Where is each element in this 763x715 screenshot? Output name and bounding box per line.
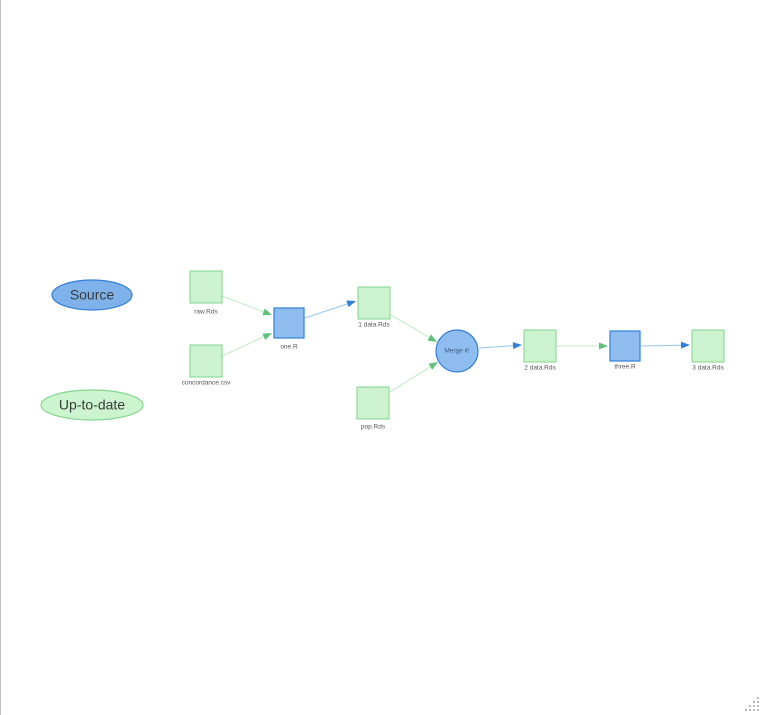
graph-node-one[interactable]: one.R	[273, 307, 305, 351]
edge-data2-to-three	[557, 342, 608, 350]
legend-label: Source	[70, 287, 115, 303]
node-label: 3 data.Rds	[692, 365, 724, 372]
edge-line	[221, 335, 266, 357]
node-label: concordance.csv	[182, 380, 232, 387]
node-label: three.R	[614, 364, 636, 371]
graph-node-data3[interactable]: 3 data.Rds	[691, 329, 725, 372]
arrowhead-icon	[346, 300, 356, 308]
nodes-layer[interactable]: raw.Rds concordance.csv one.R 1 data.Rds pop…	[182, 270, 725, 431]
edge-merge-to-data2	[478, 342, 522, 350]
edge-data1-to-merge	[390, 314, 437, 342]
edge-line	[389, 365, 432, 393]
node-shape-square[interactable]	[189, 270, 223, 304]
node-shape-square[interactable]	[189, 344, 223, 378]
edge-three-to-data3	[640, 341, 690, 349]
node-shape-square[interactable]	[357, 286, 391, 320]
arrowhead-icon	[427, 334, 437, 342]
edge-concordance-to-one	[221, 333, 272, 357]
resize-grip[interactable]	[736, 690, 762, 714]
edge-line	[640, 344, 683, 347]
graph-node-data2[interactable]: 2 data.Rds	[523, 329, 557, 372]
graph-node-data1[interactable]: 1 data.Rds	[357, 286, 391, 329]
graph-node-concordance[interactable]: concordance.csv	[182, 344, 232, 387]
node-label: pop.Rds	[361, 424, 386, 431]
node-label: 1 data.Rds	[358, 322, 390, 329]
legend-item-uptodate: Up-to-date	[40, 389, 144, 421]
node-label: Merge it!	[444, 348, 469, 355]
legend-swatch-ellipse	[51, 279, 133, 311]
edge-line	[221, 295, 266, 313]
node-shape-square[interactable]	[523, 329, 557, 363]
graph-node-merge[interactable]: Merge it!	[435, 329, 479, 373]
arrowhead-icon	[599, 342, 608, 350]
legend-swatch-ellipse	[40, 389, 144, 421]
arrowhead-icon	[262, 308, 272, 316]
graph-node-pop[interactable]: pop.Rds	[356, 386, 390, 431]
arrowhead-icon	[262, 333, 272, 340]
node-label: 2 data.Rds	[524, 365, 556, 372]
legend-label: Up-to-date	[59, 397, 125, 413]
graph-node-three[interactable]: three.R	[609, 330, 641, 371]
edge-raw-to-one	[221, 295, 272, 316]
edge-line	[304, 302, 350, 319]
edge-line	[478, 344, 515, 349]
node-label: raw.Rds	[194, 309, 218, 316]
graph-node-raw[interactable]: raw.Rds	[189, 270, 223, 316]
node-label: one.R	[280, 344, 298, 351]
arrowhead-icon	[512, 342, 522, 350]
edges-layer	[221, 295, 690, 393]
edge-pop-to-merge	[389, 362, 438, 393]
arrowhead-icon	[680, 341, 690, 349]
node-shape-square[interactable]	[273, 307, 305, 339]
edge-line	[390, 314, 431, 339]
legend-item-source: Source	[51, 279, 133, 311]
arrowhead-icon	[428, 362, 438, 370]
node-shape-square[interactable]	[356, 386, 390, 420]
node-shape-square[interactable]	[691, 329, 725, 363]
edge-one-to-data1	[304, 300, 356, 319]
node-shape-square[interactable]	[609, 330, 641, 362]
node-shape-circle[interactable]	[435, 329, 479, 373]
